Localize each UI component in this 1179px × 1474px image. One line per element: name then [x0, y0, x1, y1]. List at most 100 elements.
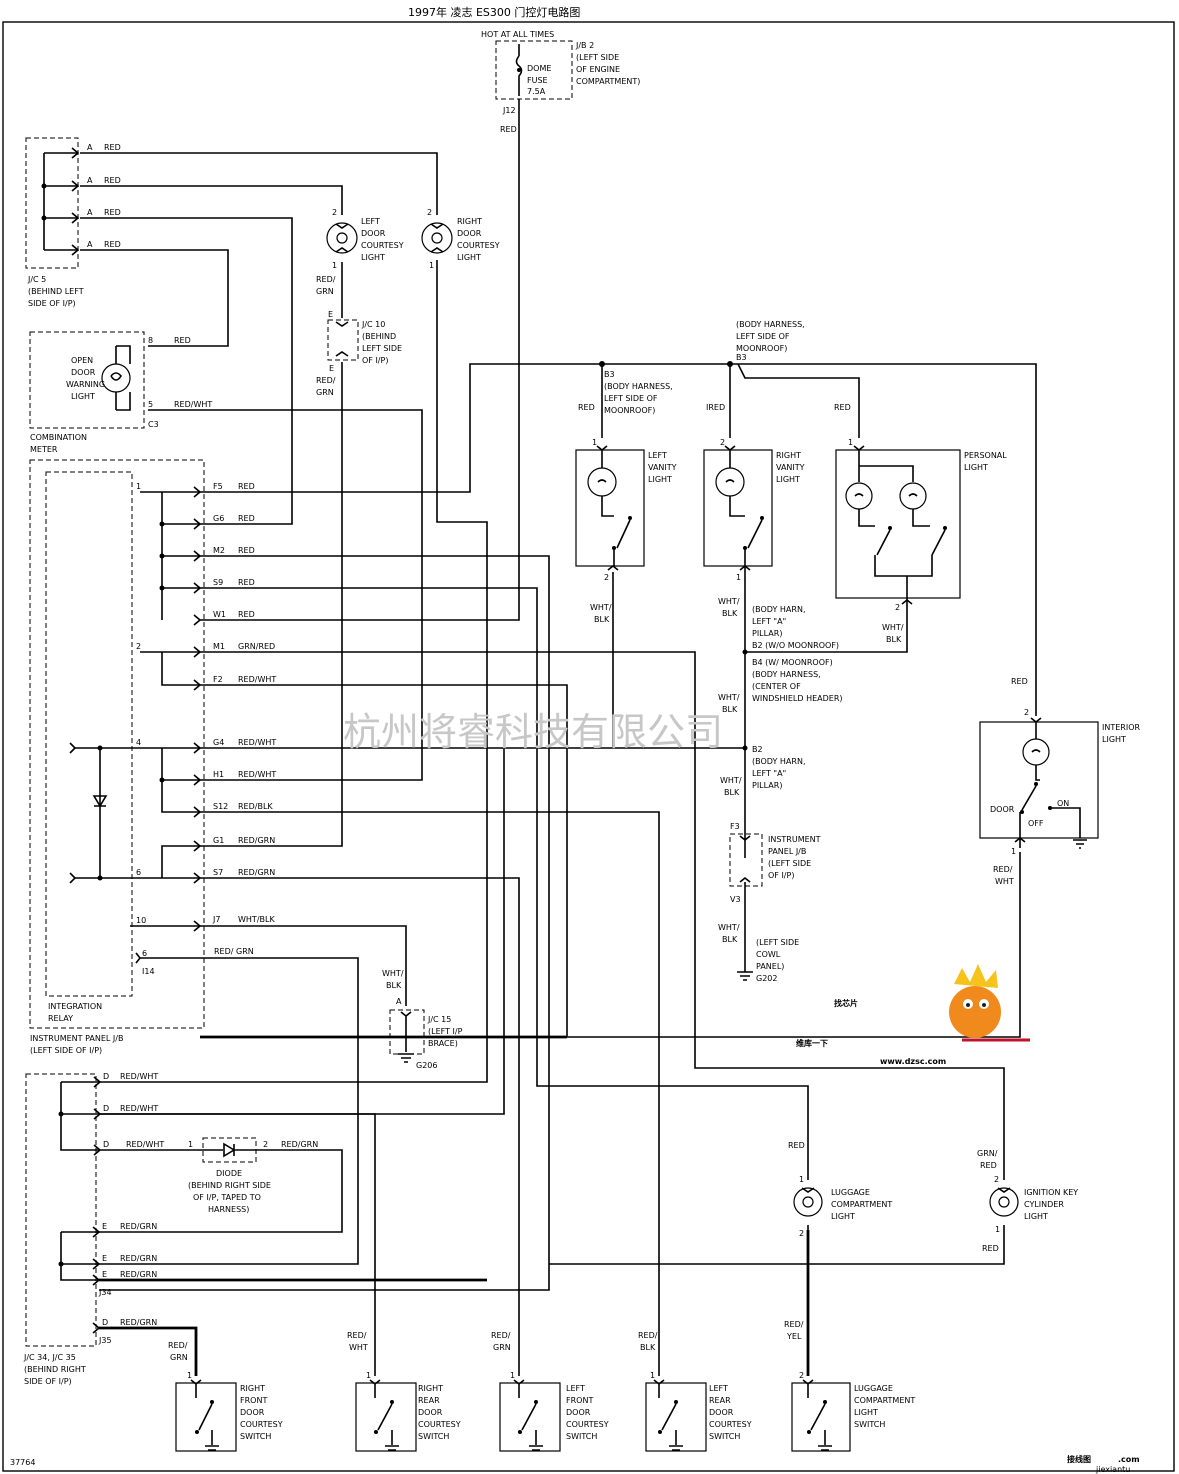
sw2-label-1: RIGHT [418, 1384, 443, 1393]
meter-pin-bottom: 5 [148, 400, 153, 409]
relay-pin-m1: M1 [213, 642, 225, 651]
jc5-wire-3: RED [104, 208, 121, 217]
relay-pin-s9: S9 [213, 578, 223, 587]
body-harness-top-pin: B3 [736, 353, 747, 362]
jc34-pin-1: D [103, 1072, 109, 1081]
a-pillar-2: LEFT "A" [752, 617, 786, 626]
sw3-label-1: LEFT [566, 1384, 585, 1393]
g206-ground-icon [398, 1053, 414, 1063]
jc5-wire-4: RED [104, 240, 121, 249]
left-rear-door-courtesy-switch: RED/ BLK 1 LEFT REAR DOOR COURTESY SWITC… [638, 1331, 752, 1452]
ip-jb-wire-2: BLK [722, 935, 738, 944]
body-harness-notes: (BODY HARNESS, LEFT SIDE OF MOONROOF) B3… [604, 320, 805, 415]
right-vanity-pin-top: 2 [720, 438, 725, 447]
ip-jb-f3: F3 V3 INSTRUMENT PANEL J/B (LEFT SIDE OF… [718, 822, 821, 983]
logo-url: www.dzsc.com [880, 1057, 946, 1066]
left-vanity-wire-out-2: BLK [594, 615, 610, 624]
jc34-wire-6: RED/GRN [120, 1270, 157, 1279]
ip-jb-pin-top: F3 [730, 822, 740, 831]
sw4-label-1: LEFT [709, 1384, 728, 1393]
sw3-label-2: FRONT [566, 1396, 593, 1405]
jc34-label-3: SIDE OF I/P) [24, 1377, 72, 1386]
sw1-pin: 1 [187, 1371, 192, 1380]
right-door-light-label-1: RIGHT [457, 217, 482, 226]
relay-pin-markers [69, 486, 202, 964]
ignition-label-1: IGNITION KEY [1024, 1188, 1078, 1197]
jc15-wire-2: BLK [386, 981, 402, 990]
jc10-label-1: J/C 10 [361, 320, 385, 329]
sw4-wire-2: BLK [640, 1343, 656, 1352]
sw3-wire-2: GRN [493, 1343, 511, 1352]
ip-jb-pin-bottom: V3 [730, 895, 741, 904]
left-door-light-wire-2: GRN [316, 287, 334, 296]
ip-jb-label-1: INSTRUMENT [768, 835, 821, 844]
sw5-pin: 2 [799, 1371, 804, 1380]
interior-door: DOOR [990, 805, 1015, 814]
ignition-pin-top: 2 [994, 1175, 999, 1184]
luggage-label-1: LUGGAGE [831, 1188, 870, 1197]
left-door-light-wire-1: RED/ [316, 275, 336, 284]
right-door-courtesy-light: 2 1 RIGHT DOOR COURTESY LIGHT [421, 208, 500, 270]
ignition-wire-in-2: RED [980, 1161, 997, 1170]
pillar-wire-low-1: WHT/ [720, 776, 742, 785]
personal-pin-top: 1 [848, 438, 853, 447]
body-harness-top-1: (BODY HARNESS, [736, 320, 805, 329]
interior-on: ON [1057, 799, 1069, 808]
sw1-label-4: COURTESY [240, 1420, 283, 1429]
ignition-pin-bottom: 1 [995, 1225, 1000, 1234]
ignition-wire-out: RED [982, 1244, 999, 1253]
jc15-pin: A [396, 997, 402, 1006]
b2-1: B2 [752, 745, 763, 754]
left-door-light-label-4: LIGHT [361, 253, 385, 262]
jc10-pin-top: E [328, 310, 333, 319]
relay-pin-h1: H1 [213, 770, 224, 779]
relay-term-4: 4 [136, 738, 141, 747]
jc10-wire-2: GRN [316, 388, 334, 397]
interior-label-1: INTERIOR [1102, 723, 1141, 732]
fuse-jb-4: COMPARTMENT) [576, 77, 640, 86]
left-vanity-pin-top: 1 [592, 438, 597, 447]
b4-3: (CENTER OF [752, 682, 801, 691]
relay-label-2: RELAY [48, 1014, 73, 1023]
diagram-title: 1997年 凌志 ES300 门控灯电路图 [408, 5, 580, 19]
personal-label-2: LIGHT [964, 463, 988, 472]
body-harness-top-2: LEFT SIDE OF [736, 332, 790, 341]
diode: 1 2 RED/GRN DIODE (BEHIND RIGHT SIDE OF … [188, 1137, 318, 1214]
left-door-light-label-2: DOOR [361, 229, 386, 238]
relay-term-6b: 6 [142, 949, 147, 958]
b2-3: LEFT "A" [752, 769, 786, 778]
sw1-wire-2: GRN [170, 1353, 188, 1362]
left-door-light-pin-top: 2 [332, 208, 337, 217]
relay-wire-f5: RED [238, 482, 255, 491]
jc15-connector: WHT/ BLK A J/C 15 (LEFT I/P BRACE) G206 [382, 969, 463, 1070]
jc5-wire-2: RED [104, 176, 121, 185]
fuse-name-2: FUSE [527, 76, 548, 85]
left-vanity-light: RED 1 2 LEFT VANITY LIGHT WHT/ BLK [575, 403, 677, 624]
jc5-label-1: J/C 5 [27, 275, 46, 284]
relay-term-1: 1 [136, 482, 141, 491]
sw1-label-2: FRONT [240, 1396, 267, 1405]
pillar-wire-mid-1: WHT/ [718, 693, 740, 702]
right-vanity-wire-out-2: BLK [722, 609, 738, 618]
left-vanity-wire-out-1: WHT/ [590, 603, 612, 612]
pillar-notes: (BODY HARN, LEFT "A" PILLAR) B2 (W/O MOO… [718, 605, 843, 797]
body-harness-b3-4: MOONROOF) [604, 406, 655, 415]
jc34-pin-5: E [102, 1254, 107, 1263]
relay-wire-g6: RED [238, 514, 255, 523]
ignition-label-3: LIGHT [1024, 1212, 1048, 1221]
diode-wire-out: RED/GRN [281, 1140, 318, 1149]
sw2-wire-1: RED/ [347, 1331, 367, 1340]
relay-wire-w1: RED [238, 610, 255, 619]
sw3-label-4: COURTESY [566, 1420, 609, 1429]
relay-pin-g6: G6 [213, 514, 224, 523]
relay-wire-g4: RED/WHT [238, 738, 276, 747]
instrument-panel-jb: 1 2 4 6 10 6 F5 G6 M2 S9 W1 M1 F2 G4 H1 … [29, 459, 276, 1055]
luggage-label-2: COMPARTMENT [831, 1200, 892, 1209]
fuse-jb-2: (LEFT SIDE [576, 53, 619, 62]
jc5-pin-3: A [87, 208, 93, 217]
sw4-ground-icon [669, 1445, 683, 1451]
jc34-pin-4: E [102, 1222, 107, 1231]
g202-1: (LEFT SIDE [756, 938, 799, 947]
left-vanity-label-1: LEFT [648, 451, 667, 460]
meter-connector: C3 [148, 420, 159, 429]
